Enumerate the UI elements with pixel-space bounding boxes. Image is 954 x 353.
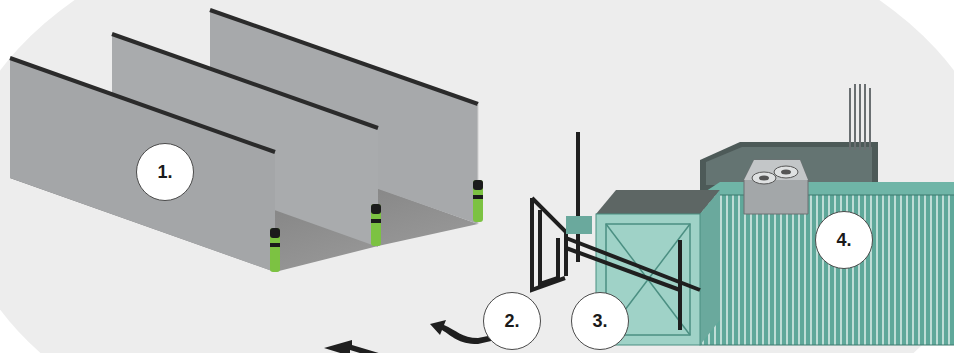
wall: [10, 58, 275, 272]
bollard: [270, 228, 280, 272]
bollard: [473, 180, 483, 222]
callout-number: 1.: [157, 162, 172, 183]
callout-circle: 3.: [571, 292, 629, 350]
callout-circle: 4.: [815, 211, 873, 269]
callout-circle: 1.: [136, 143, 194, 201]
straight-arrow: [324, 340, 392, 353]
callout-circle: 2.: [483, 292, 541, 350]
callout-number: 3.: [592, 311, 607, 332]
bollard: [371, 204, 381, 246]
cable-tray: [566, 216, 592, 234]
callout-number: 4.: [836, 230, 851, 251]
callout-number: 2.: [504, 311, 519, 332]
wall-top: [10, 58, 275, 152]
generator-container: [700, 84, 954, 345]
